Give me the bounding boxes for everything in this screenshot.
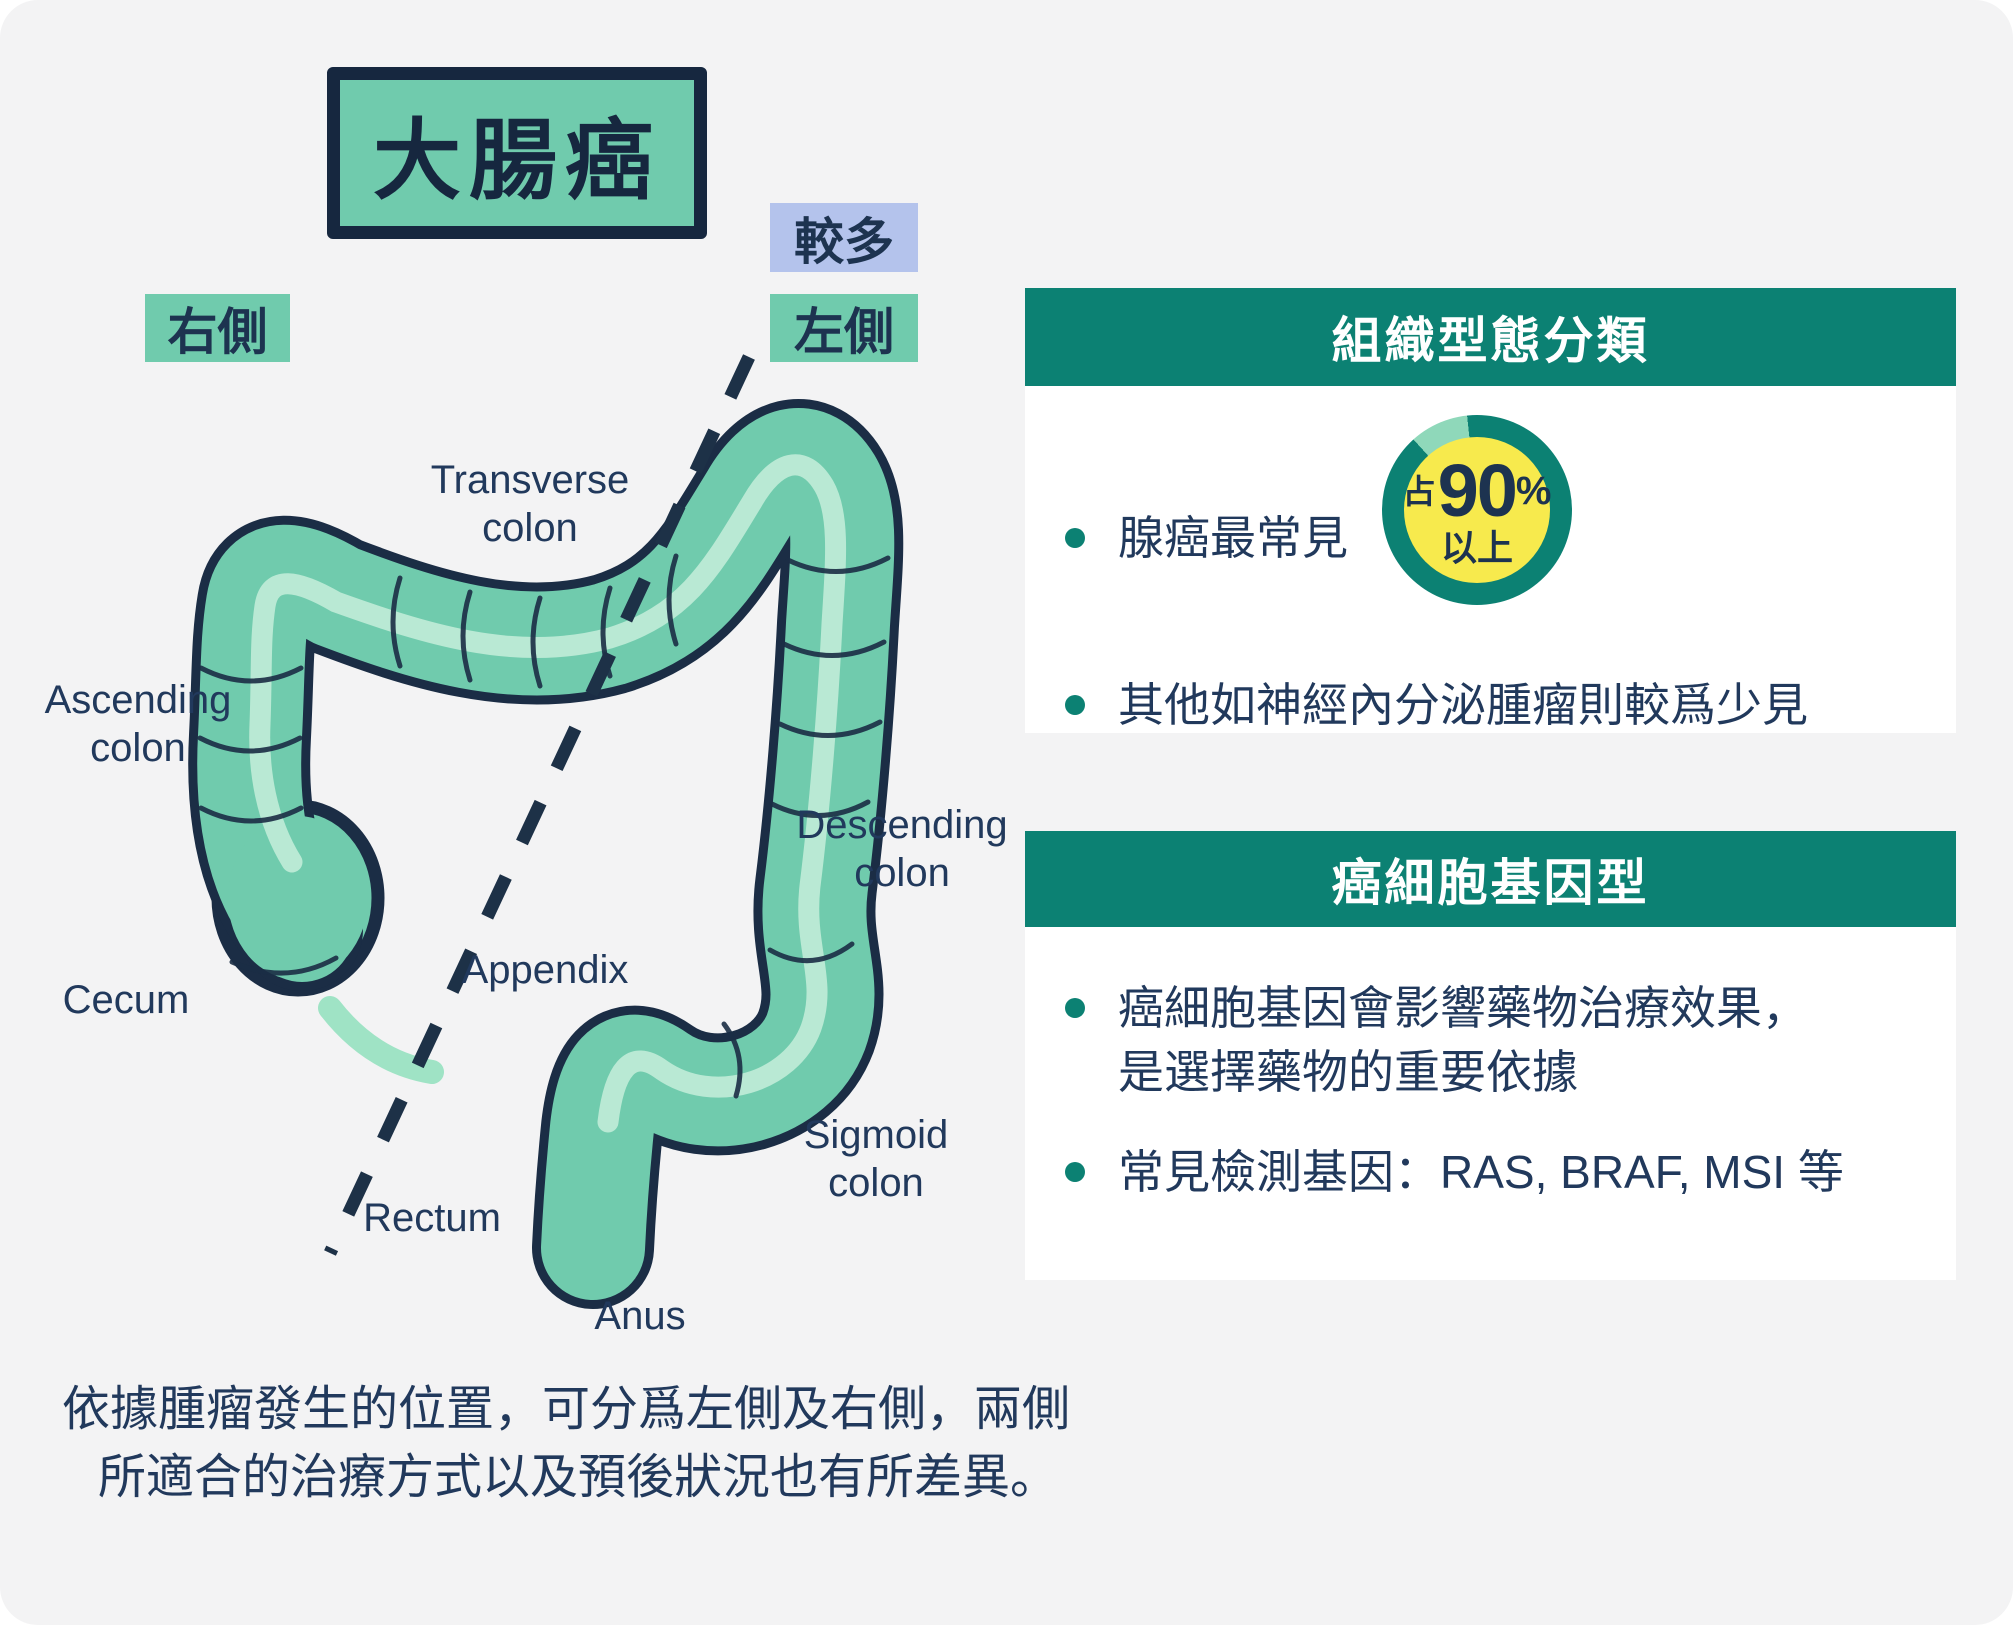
footer-line1: 依據腫瘤發生的位置，可分爲左側及右側，兩側 — [62, 1383, 1071, 1436]
bullet-dot-icon — [1065, 695, 1085, 715]
bullet-neuroendocrine-text: 其他如神經內分泌腫瘤則較爲少見 — [1118, 679, 1808, 731]
bullet-adenocarcinoma: 腺癌最常見 — [1065, 506, 1348, 570]
haustra-segment-lines — [197, 553, 891, 1099]
badge-donut-ring: 占 90 % 以上 — [1382, 415, 1572, 605]
title-box: 大腸癌 — [327, 67, 707, 239]
badge-suffix: 以上 — [1440, 527, 1513, 568]
panel-tissue-type-title: 組織型態分類 — [1331, 313, 1650, 369]
label-transverse-colon: Transverse colon — [430, 458, 630, 550]
panel-genotype: 癌細胞基因型 癌細胞基因會影響藥物治療效果，是選擇藥物的重要依據 常見檢測基因：… — [1025, 831, 1956, 1280]
panel-genotype-header: 癌細胞基因型 — [1025, 831, 1956, 927]
tag-more-label: 較多 — [794, 213, 894, 270]
label-descending-colon: Descending colon — [796, 803, 1008, 895]
colon-tube — [188, 399, 904, 1309]
bullet-common-genes-text: 常見檢測基因：RAS, BRAF, MSI 等 — [1118, 1146, 1844, 1198]
panel-genotype-body: 癌細胞基因會影響藥物治療效果，是選擇藥物的重要依據 常見檢測基因：RAS, BR… — [1025, 927, 1956, 1280]
left-right-divider-dashed-line — [324, 354, 755, 1256]
bullet-common-genes: 常見檢測基因：RAS, BRAF, MSI 等 — [1065, 1140, 1844, 1204]
panel-tissue-type: 組織型態分類 腺癌最常見 占 90 % 以上 — [1025, 288, 1956, 733]
colon-lumen-highlight — [249, 454, 847, 1133]
panel-tissue-type-body: 腺癌最常見 占 90 % 以上 其他如神經內分泌腫瘤則較爲少見 — [1025, 386, 1956, 733]
bullet-dot-icon — [1065, 528, 1085, 548]
bullet-dot-icon — [1065, 998, 1085, 1018]
panel-genotype-title: 癌細胞基因型 — [1331, 855, 1650, 911]
bullet-gene-effect: 癌細胞基因會影響藥物治療效果，是選擇藥物的重要依據 — [1065, 976, 1818, 1104]
tag-right-side: 右側 — [145, 294, 290, 362]
label-ascending-colon: Ascending colon — [44, 678, 232, 770]
label-appendix: Appendix — [461, 948, 629, 992]
tag-left-side: 左側 — [770, 294, 918, 362]
footer-note: 依據腫瘤發生的位置，可分爲左側及右側，兩側 所適合的治療方式以及預後狀況也有所差… — [62, 1376, 1070, 1512]
appendix-shape — [318, 996, 444, 1084]
tag-left-side-label: 左側 — [794, 304, 894, 360]
tag-right-side-label: 右側 — [167, 304, 268, 360]
bullet-gene-effect-text: 癌細胞基因會影響藥物治療效果，是選擇藥物的重要依據 — [1118, 982, 1808, 1098]
badge-yellow-circle: 占 90 % 以上 — [1402, 437, 1552, 583]
label-cecum: Cecum — [62, 978, 190, 1022]
label-anus: Anus — [594, 1294, 686, 1338]
label-sigmoid-colon: Sigmoid colon — [803, 1113, 949, 1205]
footer-line2: 所適合的治療方式以及預後狀況也有所差異。 — [98, 1451, 1059, 1504]
bullet-neuroendocrine: 其他如神經內分泌腫瘤則較爲少見 — [1065, 673, 1808, 737]
badge-value: 90 — [1437, 449, 1518, 532]
badge-unit: % — [1515, 469, 1552, 513]
label-rectum: Rectum — [363, 1196, 501, 1240]
bullet-adenocarcinoma-text: 腺癌最常見 — [1118, 512, 1348, 564]
panel-tissue-type-header: 組織型態分類 — [1025, 288, 1956, 386]
page-title: 大腸癌 — [372, 110, 661, 210]
tag-more: 較多 — [770, 203, 918, 272]
bullet-dot-icon — [1065, 1162, 1085, 1182]
badge-90-percent: 占 90 % 以上 — [1382, 415, 1572, 605]
badge-prefix: 占 — [1402, 472, 1436, 510]
